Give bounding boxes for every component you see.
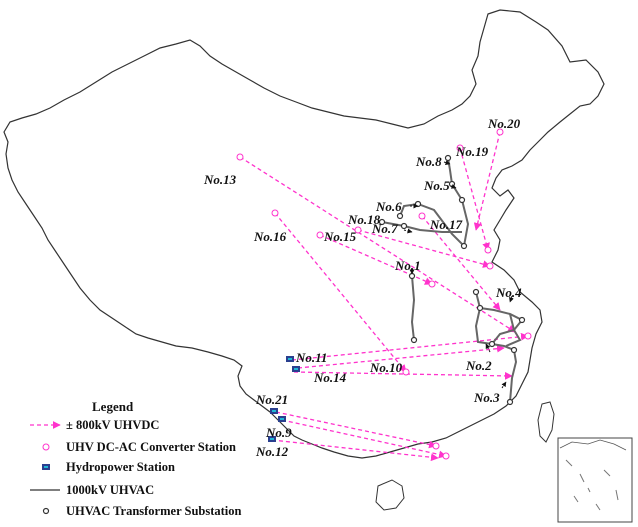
converter-station: [484, 246, 492, 254]
legend-uhvdc-label: ± 800kV UHVDC: [66, 418, 159, 432]
uhvdc-line-no19: [459, 147, 490, 251]
legend-substation-swatch: [42, 507, 50, 515]
converter-stations: [236, 128, 532, 460]
substation: [448, 180, 456, 188]
converter-station: [354, 226, 362, 234]
converter-station: [316, 231, 324, 239]
uhvdc-line-no11: [291, 332, 529, 361]
legend-hydro-swatch: [42, 464, 50, 470]
converter-station: [456, 144, 464, 152]
label-no4: No.4: [495, 285, 522, 300]
substation: [488, 340, 496, 348]
converter-station: [432, 442, 440, 450]
converter-station: [418, 212, 426, 220]
label-no7: No.7: [371, 221, 398, 236]
legend-hydro-label: Hydropower Station: [66, 460, 175, 474]
label-no18: No.18: [347, 212, 381, 227]
label-pointers: [403, 160, 514, 389]
hydro-station-icon: [270, 408, 278, 414]
substation: [378, 218, 386, 226]
label-no6: No.6: [375, 199, 402, 214]
legend-title: Legend: [92, 399, 134, 414]
substation: [444, 154, 452, 162]
converter-station: [428, 280, 436, 288]
uhvdc-lines: [239, 131, 529, 462]
legend-substation-label: UHVAC Transformer Substation: [66, 504, 242, 518]
legend-converter-label: UHV DC-AC Converter Station: [66, 440, 236, 454]
uhvdc-line-no20: [473, 131, 501, 231]
label-no17: No.17: [429, 217, 463, 232]
uhvdc-line-no14: [293, 371, 513, 380]
label-no9: No.9: [265, 425, 292, 440]
label-no19: No.19: [455, 144, 489, 159]
legend: Legend ± 800kV UHVDC UHV DC-AC Converter…: [30, 399, 242, 518]
substation: [506, 398, 514, 406]
uhvdc-line-no13: [239, 156, 516, 333]
converter-station: [402, 368, 410, 376]
label-no14: No.14: [313, 370, 347, 385]
substation: [396, 212, 404, 220]
label-no3: No.3: [473, 390, 500, 405]
label-no16: No.16: [253, 229, 287, 244]
uhvac-line-no3: [474, 291, 518, 403]
substation: [408, 272, 416, 280]
uhvac-substations: [378, 154, 526, 406]
hydro-station-icon: [268, 436, 276, 442]
label-no1: No.1: [394, 258, 421, 273]
uhvac-line-no2: [505, 313, 522, 347]
substation: [458, 196, 466, 204]
substation: [476, 304, 484, 312]
label-no11: No.11: [295, 350, 327, 365]
substation: [460, 242, 468, 250]
hydro-station-icon: [292, 366, 300, 372]
converter-station: [486, 262, 494, 270]
label-no10: No.10: [369, 360, 403, 375]
label-no8: No.8: [415, 154, 442, 169]
china-border: [3, 9, 605, 459]
substation: [400, 222, 408, 230]
substation: [518, 316, 526, 324]
converter-station: [524, 332, 532, 340]
substation: [510, 346, 518, 354]
uhvac-line-no1: [410, 275, 416, 341]
label-no20: No.20: [487, 116, 521, 131]
label-no2: No.2: [465, 358, 492, 373]
uhvdc-line-no17: [421, 215, 501, 311]
legend-uhvac-label: 1000kV UHVAC: [66, 483, 154, 497]
converter-station: [271, 209, 279, 217]
label-no12: No.12: [255, 444, 289, 459]
label-no13: No.13: [203, 172, 237, 187]
hydropower-stations: [268, 356, 300, 442]
hainan-island: [375, 479, 405, 511]
south-china-sea-inset: [557, 437, 633, 523]
converter-station: [236, 153, 244, 161]
converter-station: [442, 452, 450, 460]
uhvdc-line-no21: [275, 411, 437, 449]
legend-converter-swatch: [42, 443, 50, 451]
substation: [472, 288, 480, 296]
converter-station: [496, 128, 504, 136]
hydro-station-icon: [286, 356, 294, 362]
uhvac-line-no7: [381, 221, 462, 233]
hydro-station-icon: [278, 416, 286, 422]
label-no21: No.21: [255, 392, 288, 407]
label-no5: No.5: [423, 178, 450, 193]
taiwan-island: [537, 401, 555, 443]
uhvdc-line-no18: [357, 229, 491, 268]
uhvdc-line-no16: [274, 212, 407, 373]
label-no15: No.15: [323, 229, 357, 244]
substation: [410, 336, 418, 344]
